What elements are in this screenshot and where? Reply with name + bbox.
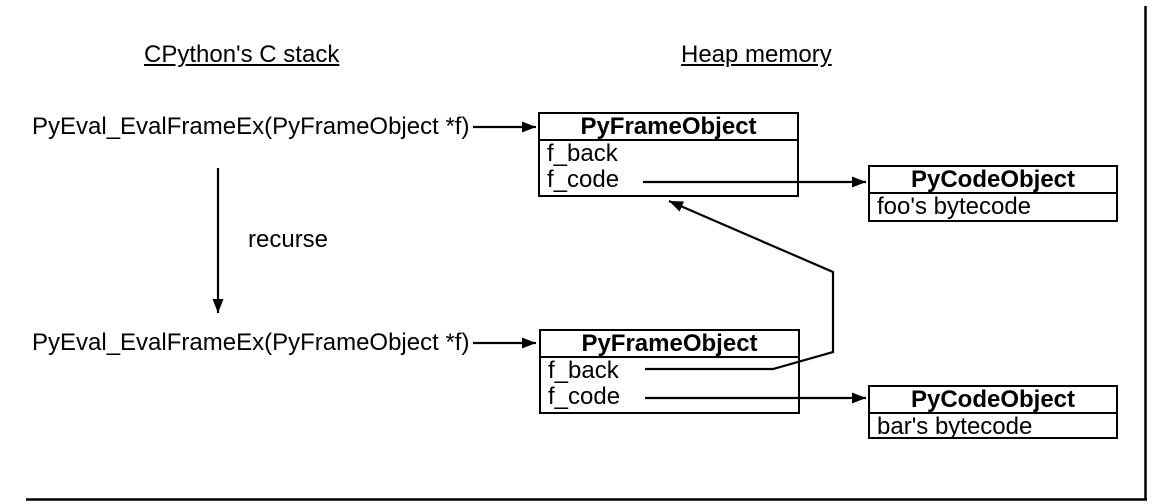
py-code-object-box-1: PyCodeObject foo's bytecode — [868, 165, 1118, 222]
eval-frame-call-2: PyEval_EvalFrameEx(PyFrameObject *f) — [32, 329, 470, 356]
py-code-object-1-body: foo's bytecode — [877, 193, 1032, 220]
heap-memory-column-title: Heap memory — [681, 41, 832, 68]
py-frame-object-1-f-back-field: f_back — [547, 140, 618, 167]
py-frame-object-2-title: PyFrameObject — [541, 331, 798, 358]
py-frame-object-1-title: PyFrameObject — [540, 114, 797, 141]
recurse-label: recurse — [248, 226, 329, 253]
py-frame-object-2-f-back-field: f_back — [548, 357, 619, 384]
py-frame-object-box-1: PyFrameObject f_back f_code — [538, 112, 799, 197]
py-code-object-box-2: PyCodeObject bar's bytecode — [868, 385, 1118, 440]
py-frame-object-2-f-code-field: f_code — [548, 383, 621, 410]
py-code-object-2-body: bar's bytecode — [877, 413, 1033, 440]
py-frame-object-box-2: PyFrameObject f_back f_code — [539, 329, 800, 414]
py-code-object-1-title: PyCodeObject — [870, 167, 1116, 194]
py-frame-object-1-f-code-field: f_code — [547, 166, 620, 193]
py-code-object-2-title: PyCodeObject — [870, 387, 1116, 414]
eval-frame-call-1: PyEval_EvalFrameEx(PyFrameObject *f) — [32, 113, 470, 140]
c-stack-column-title: CPython's C stack — [144, 41, 340, 68]
